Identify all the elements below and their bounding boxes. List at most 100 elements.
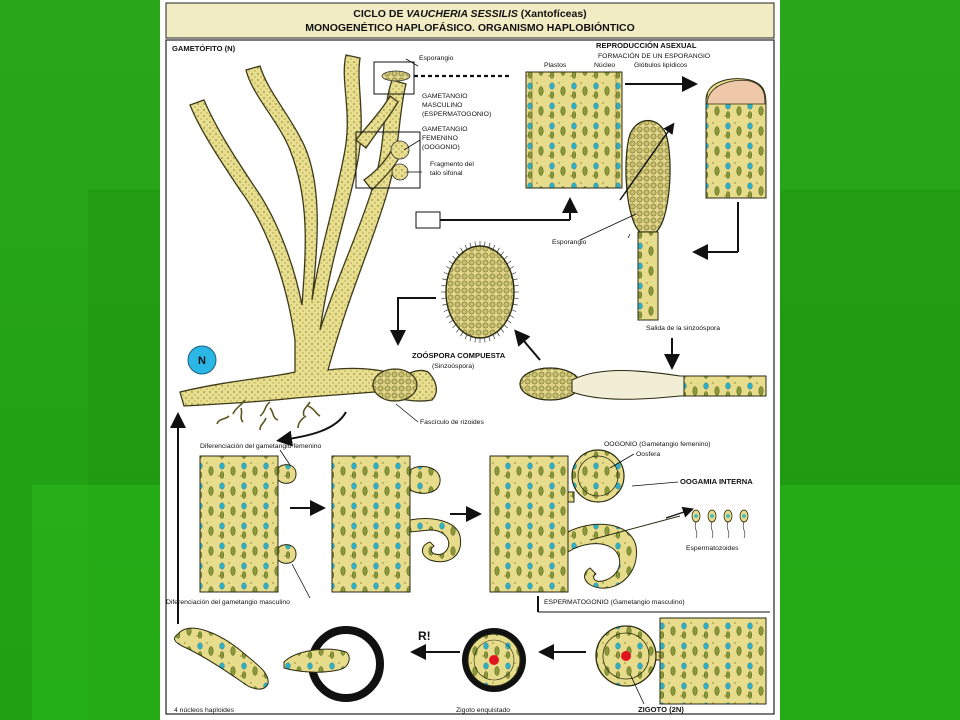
flagellum bbox=[500, 328, 504, 333]
label-dif-femenino: Diferenciación del gametangio femenino bbox=[200, 443, 322, 450]
sporangium-small bbox=[381, 70, 411, 82]
diagram-title: CICLO DE VAUCHERIA SESSILIS (Xantofíceas… bbox=[353, 8, 586, 20]
label-fasciculo: Fascículo de rizoides bbox=[420, 419, 484, 426]
stage3-filament bbox=[489, 455, 569, 593]
germling-filament bbox=[174, 627, 269, 690]
zygote-filament bbox=[659, 617, 767, 705]
label-zoospora-2: (Sinzoóspora) bbox=[432, 363, 474, 370]
flagellum bbox=[506, 260, 512, 265]
sporangium-inset bbox=[373, 61, 415, 95]
spermatozoid-nucleus bbox=[726, 514, 730, 518]
label-dif-masculino: Diferenciación del gametangio masculino bbox=[166, 599, 290, 606]
label-gametofito: GAMETÓFITO (N) bbox=[172, 44, 236, 53]
flagellum bbox=[469, 336, 472, 342]
flagellum bbox=[441, 285, 447, 287]
compound-zoospore bbox=[445, 245, 515, 339]
label-oogamia: OOGAMIA INTERNA bbox=[680, 477, 753, 486]
flagellum bbox=[446, 266, 451, 270]
spermatozoid-flagellum bbox=[726, 521, 730, 539]
gametangia-inset bbox=[355, 131, 421, 189]
flagellum bbox=[500, 251, 504, 256]
spermatozoid-nucleus bbox=[694, 514, 698, 518]
flagellum bbox=[496, 247, 500, 253]
title-box bbox=[165, 2, 775, 39]
thallus-fragment-inset bbox=[415, 211, 441, 229]
flagellum bbox=[513, 297, 519, 299]
label-gam-fem-1: GAMETANGIO bbox=[422, 126, 468, 133]
flagellum bbox=[496, 331, 500, 337]
life-cycle-diagram: CICLO DE VAUCHERIA SESSILIS (Xantofíceas… bbox=[165, 2, 775, 715]
gametophyte-leaders bbox=[403, 58, 578, 221]
label-repro-asexual: REPRODUCCIÓN ASEXUAL bbox=[596, 41, 697, 50]
label-plastos: Plastos bbox=[544, 62, 567, 69]
label-esporangio-top: Esporangio bbox=[419, 55, 454, 62]
label-oogonio: OOGONIO (Gametangio femenino) bbox=[604, 441, 711, 448]
label-gam-masc-2: MASCULINO bbox=[422, 102, 462, 109]
label-zigoto-enquistado: Zigoto enquistado bbox=[456, 707, 510, 714]
flagellum bbox=[452, 255, 457, 260]
flagellum bbox=[443, 309, 449, 312]
flagellum bbox=[503, 324, 508, 329]
flagellum bbox=[460, 247, 464, 253]
label-ri: R! bbox=[418, 629, 431, 643]
flagellum bbox=[484, 241, 486, 247]
label-formacion: FORMACIÓN DE UN ESPORANGIO bbox=[598, 51, 710, 60]
flagellum bbox=[448, 319, 454, 324]
spermatozoid-nucleus bbox=[710, 514, 714, 518]
label-salida: Salida de la sinzoóspora bbox=[646, 325, 720, 332]
n-badge bbox=[187, 345, 217, 375]
gametophyte-thallus bbox=[179, 54, 438, 407]
spermatozoid-flagellum bbox=[694, 521, 698, 539]
zoospore-on-thallus bbox=[372, 368, 418, 402]
arrow-germination bbox=[390, 297, 436, 346]
zygote-nucleus bbox=[621, 651, 631, 661]
antheridium bbox=[567, 523, 638, 589]
flagellum bbox=[488, 336, 491, 342]
flagellum bbox=[492, 334, 496, 340]
sperm-group bbox=[691, 509, 749, 539]
flagellum bbox=[443, 272, 449, 275]
flagellum bbox=[456, 328, 460, 333]
flagellum bbox=[474, 241, 476, 247]
flagella-ring bbox=[441, 241, 519, 343]
diagram-frame bbox=[165, 39, 775, 715]
encysted-zygote-nucleus bbox=[489, 655, 499, 665]
label-gam-fem-2: FEMENINO bbox=[422, 135, 458, 142]
label-oosfera: Oosfera bbox=[636, 451, 660, 458]
spermatozoid-flagellum bbox=[742, 521, 746, 539]
diagram-subtitle: MONOGENÉTICO HAPLOFÁSICO. ORGANISMO HAPL… bbox=[305, 21, 635, 34]
flagellum bbox=[503, 255, 508, 260]
label-nucleo: Núcleo bbox=[594, 62, 615, 69]
label-fragmento-1: Fragmento del bbox=[430, 161, 474, 168]
n-badge-label: N bbox=[198, 355, 206, 367]
arrow-to-sexual bbox=[276, 411, 347, 447]
flagellum bbox=[442, 303, 448, 306]
flagellum bbox=[488, 242, 491, 248]
spermatozoid-nucleus bbox=[742, 514, 746, 518]
released-zoospore bbox=[519, 367, 581, 401]
label-esporangio-mid: Esporangio bbox=[552, 239, 587, 246]
label-fragmento-2: talo sifonal bbox=[430, 170, 463, 177]
forming-sporangium bbox=[705, 78, 767, 199]
flagellum bbox=[512, 278, 518, 281]
flagellum bbox=[464, 244, 468, 250]
flagellum bbox=[446, 314, 451, 318]
flagellum bbox=[513, 285, 519, 287]
label-espermatogonio: ESPERMATOGONIO (Gametangio masculino) bbox=[544, 599, 685, 606]
flagellum bbox=[506, 319, 512, 324]
filament-exit bbox=[683, 375, 767, 397]
flagellum bbox=[442, 278, 448, 281]
oogonium-small bbox=[390, 140, 410, 160]
flagellum bbox=[452, 324, 457, 329]
antheridium-small bbox=[391, 163, 409, 181]
germling bbox=[283, 648, 350, 673]
rhizoid-fascicle bbox=[216, 399, 321, 431]
flagellum bbox=[464, 334, 468, 340]
flagellum bbox=[460, 331, 464, 337]
label-gam-fem-3: (OOGONIO) bbox=[422, 144, 460, 151]
flagellum bbox=[448, 260, 454, 265]
diagram-sheet: CICLO DE VAUCHERIA SESSILIS (Xantofíceas… bbox=[160, 0, 780, 720]
stage1-filament bbox=[199, 455, 279, 593]
flagellum bbox=[509, 314, 514, 318]
flagellum bbox=[484, 337, 486, 343]
